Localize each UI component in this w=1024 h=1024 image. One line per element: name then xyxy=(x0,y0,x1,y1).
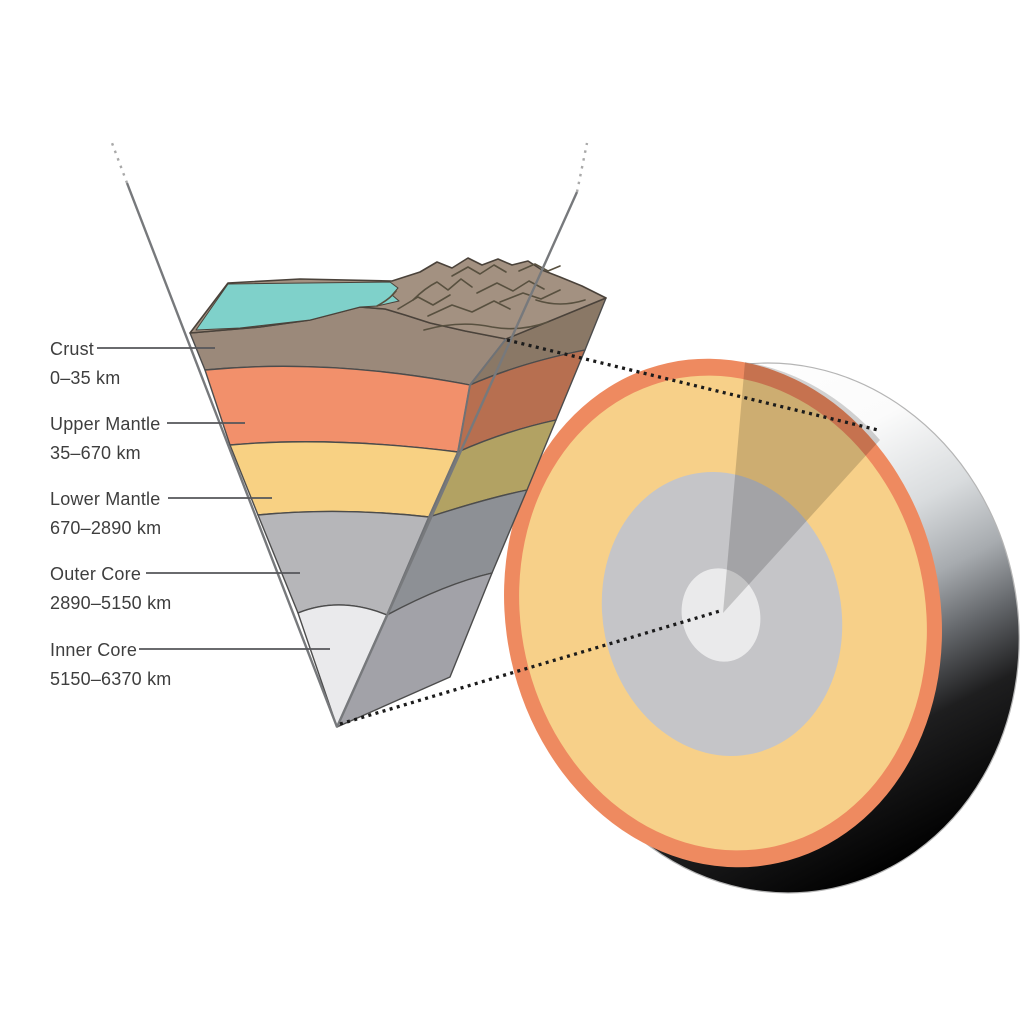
lower-mantle-front-face xyxy=(229,441,459,518)
label-crust-name: Crust xyxy=(50,339,94,359)
label-crust-range: 0–35 km xyxy=(50,368,120,388)
label-inner-core: Inner Core 5150–6370 km xyxy=(50,640,330,689)
label-lower-mantle: Lower Mantle 670–2890 km xyxy=(50,489,272,538)
label-inner-core-name: Inner Core xyxy=(50,640,137,660)
inner-core-side-face xyxy=(336,572,493,728)
wedge xyxy=(189,257,607,728)
label-upper-mantle-range: 35–670 km xyxy=(50,443,141,463)
guide-line-right xyxy=(335,191,579,728)
label-lower-mantle-range: 670–2890 km xyxy=(50,518,161,538)
ocean-surface xyxy=(195,281,400,331)
labels: Crust 0–35 km Upper Mantle 35–670 km Low… xyxy=(50,339,330,689)
guide-line-right-dashed xyxy=(575,142,589,193)
globe-cut-sector-shadow xyxy=(723,362,880,613)
guide-line-left-dashed xyxy=(110,142,129,184)
label-upper-mantle: Upper Mantle 35–670 km xyxy=(50,414,245,463)
guide-line-left xyxy=(125,182,339,728)
mountain-ridge-lines xyxy=(376,263,586,331)
upper-mantle-front-face xyxy=(204,365,471,453)
label-inner-core-range: 5150–6370 km xyxy=(50,669,172,689)
label-crust: Crust 0–35 km xyxy=(50,339,215,388)
label-lower-mantle-name: Lower Mantle xyxy=(50,489,160,509)
label-outer-core-range: 2890–5150 km xyxy=(50,593,172,613)
label-outer-core: Outer Core 2890–5150 km xyxy=(50,564,300,613)
globe-inner-core xyxy=(681,568,761,662)
globe xyxy=(504,358,1020,894)
wedge-guide-lines xyxy=(110,142,589,728)
label-outer-core-name: Outer Core xyxy=(50,564,141,584)
label-upper-mantle-name: Upper Mantle xyxy=(50,414,160,434)
